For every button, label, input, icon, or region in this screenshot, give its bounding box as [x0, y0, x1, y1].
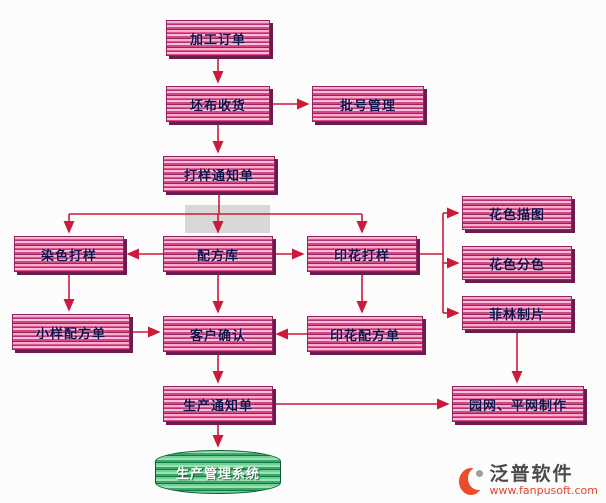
node-customer-confirmation: 客户确认 — [163, 316, 273, 352]
vendor-brand-name: 泛普软件 — [489, 463, 574, 486]
node-sample-formula-sheet: 小样配方单 — [12, 314, 130, 350]
vendor-logo: 泛普软件 www.fanpusoft.com — [458, 463, 598, 497]
node-pattern-tracing: 花色描图 — [462, 196, 572, 230]
node-film-production: 菲林制片 — [462, 296, 572, 330]
node-production-notice: 生产通知单 — [163, 386, 273, 422]
gray-placeholder-block — [185, 205, 270, 233]
fanpu-crescent-icon — [458, 465, 489, 497]
node-printing-proof: 印花打样 — [307, 236, 417, 272]
node-formula-library: 配方库 — [163, 236, 273, 272]
node-color-separation: 花色分色 — [462, 246, 572, 280]
node-proofing-notice: 打样通知单 — [163, 156, 275, 192]
node-fabric-receiving: 坯布收货 — [166, 86, 270, 122]
node-batch-management: 批号管理 — [312, 86, 424, 122]
node-screen-making: 园网、平网制作 — [452, 386, 584, 422]
vendor-website-link[interactable]: www.fanpusoft.com — [489, 483, 598, 497]
node-production-system-cylinder: 生产管理系统 — [155, 450, 281, 494]
node-printing-formula-sheet: 印花配方单 — [307, 316, 423, 352]
node-dyeing-proof: 染色打样 — [14, 236, 124, 272]
node-processing-order: 加工订单 — [166, 20, 270, 56]
